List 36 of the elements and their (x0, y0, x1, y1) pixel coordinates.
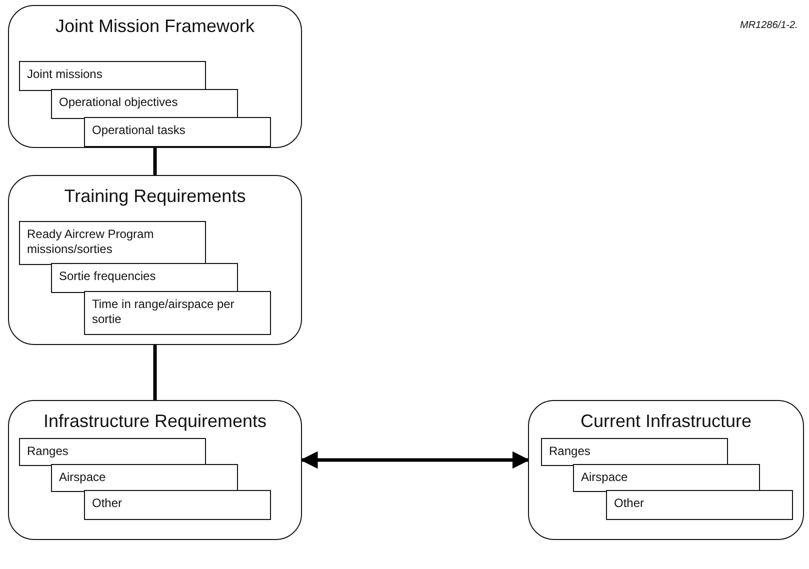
box-text: Joint missions (27, 67, 104, 82)
box-text: Operational tasks (92, 123, 186, 138)
box-text: Sortie frequencies (59, 269, 157, 284)
box-text: Time in range/airspace per sortie (92, 297, 236, 327)
box-text: Ranges (27, 444, 70, 459)
box-text: Airspace (59, 470, 107, 485)
process-box (84, 490, 271, 520)
double-arrow (300, 451, 530, 469)
process-box (19, 221, 206, 265)
group-heading: Training Requirements (63, 186, 247, 207)
process-box (84, 117, 271, 147)
process-box (573, 464, 760, 492)
group-heading: Infrastructure Requirements (42, 411, 268, 432)
process-box (606, 490, 793, 520)
process-box (51, 263, 238, 293)
box-text: Other (92, 496, 124, 511)
figure-number: MR1286/1-2. (740, 20, 798, 31)
process-box (19, 61, 206, 91)
connector-line (153, 345, 157, 400)
group-box (8, 400, 302, 540)
group-box (528, 400, 804, 540)
group-box (8, 5, 302, 148)
box-text: Ready Aircrew Program missions/sorties (27, 227, 155, 257)
process-box (541, 438, 728, 466)
group-heading: Current Infrastructure (579, 411, 753, 432)
box-text: Other (614, 496, 646, 511)
connector-line (153, 148, 157, 175)
process-box (51, 464, 238, 492)
box-text: Airspace (581, 470, 629, 485)
process-box (51, 89, 238, 119)
process-box (84, 291, 271, 335)
process-box (19, 438, 206, 466)
box-text: Ranges (549, 444, 592, 459)
group-box (8, 175, 302, 345)
group-heading: Joint Mission Framework (54, 16, 256, 37)
box-text: Operational objectives (59, 95, 179, 110)
